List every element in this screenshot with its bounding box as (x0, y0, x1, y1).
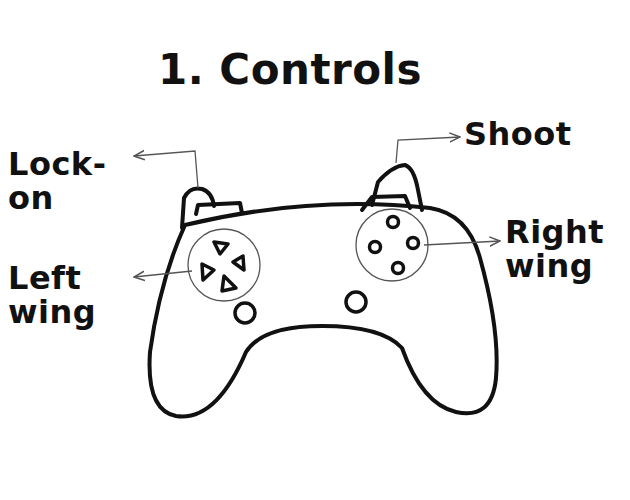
part-label: Lock-on (8, 148, 133, 215)
leader-line (396, 137, 460, 163)
dpad-left (202, 264, 214, 280)
right-stick (346, 292, 366, 312)
part-label: Right wing (505, 216, 620, 283)
left-stick (235, 303, 255, 323)
leader-line (134, 271, 192, 277)
dpad-right (233, 256, 244, 270)
leader-line (424, 241, 500, 245)
face-button (370, 242, 381, 253)
part-label: Left wing (8, 262, 128, 329)
dpad-down (222, 276, 236, 291)
part-label: Shoot (464, 118, 572, 152)
leader-line (134, 151, 198, 188)
face-button (408, 238, 419, 249)
controller-body (150, 204, 497, 416)
face-button (393, 263, 404, 274)
diagram-title: 1. Controls (158, 48, 422, 92)
face-button (388, 217, 399, 228)
dpad-ring (188, 229, 260, 301)
dpad-up (214, 242, 228, 254)
left-bumper (196, 203, 242, 214)
button-ring (356, 209, 428, 281)
